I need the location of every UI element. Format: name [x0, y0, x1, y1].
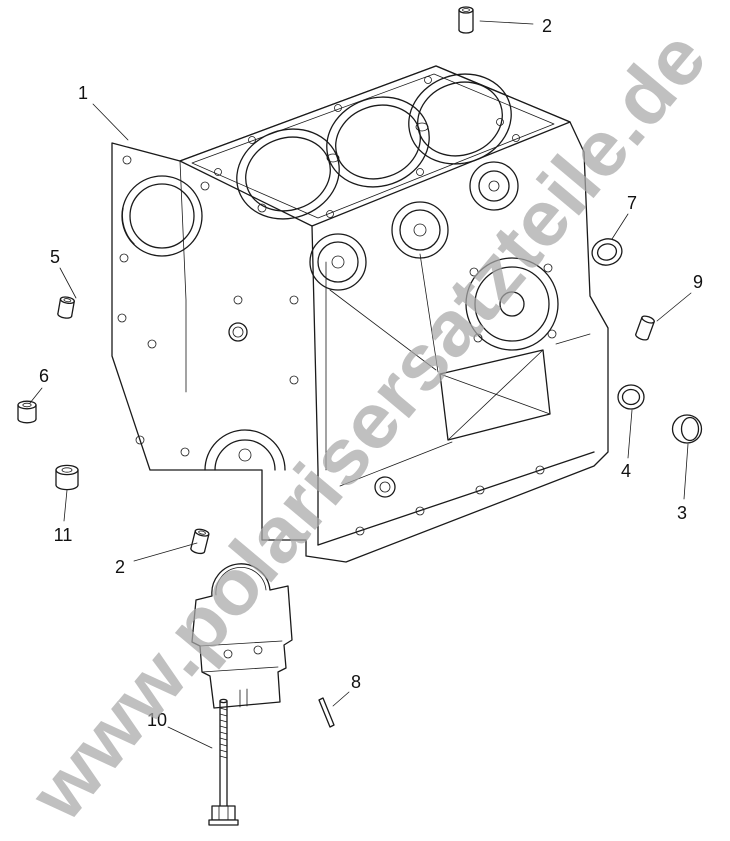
- cylinder-deck: [179, 65, 571, 227]
- callout-9: 9: [693, 272, 703, 292]
- callout-6: 6: [39, 366, 49, 386]
- callout-2-bottom: 2: [115, 557, 125, 577]
- leader-line-6: [29, 387, 43, 404]
- leader-line-2-top: [479, 20, 534, 25]
- part-plug-3: [671, 414, 703, 444]
- rear-seal-boss: [465, 257, 559, 351]
- ribs: [325, 253, 591, 487]
- callout-7: 7: [627, 193, 637, 213]
- cam-bores: [309, 201, 449, 291]
- callout-3: 3: [677, 503, 687, 523]
- part-dowel-5: [57, 296, 75, 319]
- leader-lines: [29, 20, 692, 749]
- bearing-cap-drawing: [191, 563, 293, 709]
- callout-4: 4: [621, 461, 631, 481]
- part-sleeve-bottom: [190, 528, 210, 555]
- main-bearing-arch: [204, 429, 286, 471]
- bottom-plug: [374, 476, 396, 498]
- part-bushing-11: [55, 464, 79, 491]
- leader-line-10: [167, 726, 213, 749]
- leader-line-11: [63, 489, 68, 522]
- leader-line-1: [92, 103, 129, 141]
- block-front-edge: [311, 225, 319, 546]
- upper-right-boss: [469, 161, 519, 211]
- part-dowel-pin-8: [318, 697, 335, 728]
- front-plate-holes: [117, 155, 299, 457]
- leader-line-8: [332, 691, 350, 707]
- bottom-flange: [317, 451, 595, 546]
- crank-seal-opening: [121, 175, 203, 257]
- callout-5: 5: [50, 247, 60, 267]
- callout-11: 11: [54, 525, 73, 545]
- leader-line-5: [59, 267, 77, 299]
- part-pin-9: [635, 315, 655, 341]
- leader-line-4: [627, 409, 633, 459]
- part-washer-4: [617, 384, 645, 410]
- main-bolt-drawing: [208, 698, 239, 826]
- leader-line-7: [611, 213, 629, 240]
- leader-line-3: [683, 443, 689, 500]
- callouts: 1 2 5 6 7 9 4 3 11 2 8 10: [39, 16, 703, 730]
- leader-line-9: [656, 292, 692, 322]
- part-sleeve-top: [458, 6, 474, 34]
- callout-1: 1: [78, 83, 88, 103]
- part-bushing-6: [17, 400, 37, 424]
- leader-line-2-bottom: [133, 542, 198, 562]
- callout-10: 10: [147, 710, 167, 730]
- callout-8: 8: [351, 672, 361, 692]
- braced-window: [439, 349, 551, 441]
- callout-2-top: 2: [542, 16, 552, 36]
- engine-block-drawing: [111, 65, 609, 563]
- part-seal-ring-7: [591, 238, 623, 266]
